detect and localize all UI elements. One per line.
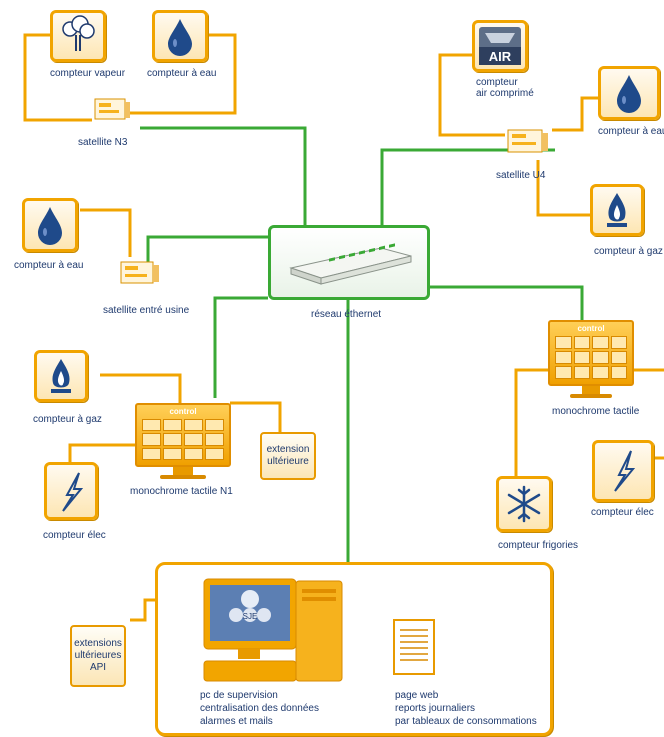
extension-ulterieure-box: extension ultérieure xyxy=(260,432,316,480)
satellite-device-icon xyxy=(94,98,130,120)
control-right-title: control xyxy=(577,324,605,333)
web-label-3: par tableaux de consommations xyxy=(395,716,537,727)
pc-label-3: alarmes et mails xyxy=(200,716,273,727)
document-icon xyxy=(393,619,435,675)
compteur-eau-right-label: compteur à eau xyxy=(598,126,664,137)
control-screen-icon xyxy=(555,336,627,379)
compteur-elec-left-label: compteur élec xyxy=(43,530,106,541)
air-icon: AIR xyxy=(479,27,521,65)
satellite-usine-label: satellite entré usine xyxy=(103,305,190,316)
control-screen-left: control xyxy=(135,403,231,467)
gas-flame-icon xyxy=(51,359,71,393)
compteur-vapeur-label: compteur vapeur xyxy=(50,68,126,79)
reseau-ethernet-hub xyxy=(268,225,430,300)
gas-flame-icon xyxy=(607,193,627,227)
control-screen-icon xyxy=(142,419,224,460)
extensions-label-2: ultérieures xyxy=(74,650,122,661)
compteur-air-label-1: compteur xyxy=(476,77,518,88)
control-left-title: control xyxy=(169,407,197,416)
reseau-ethernet-label: réseau éthernet xyxy=(311,309,382,320)
satellite-u4-label: satellite U4 xyxy=(496,170,546,181)
compteur-gaz-right-box xyxy=(590,184,644,236)
compteur-air-label-2: air comprimé xyxy=(476,88,534,99)
pc-label-2: centralisation des données xyxy=(200,703,319,714)
extension-label-2: ultérieure xyxy=(267,456,309,467)
compteur-eau-right-box xyxy=(598,66,660,120)
air-badge-text: AIR xyxy=(489,49,512,64)
satellite-device-icon xyxy=(507,129,548,153)
network-switch-icon xyxy=(289,243,412,285)
compteur-elec-left-box xyxy=(44,462,98,520)
web-label-1: page web xyxy=(395,690,439,701)
compteur-gaz-right-label: compteur à gaz xyxy=(594,246,663,257)
compteur-air-box: AIR xyxy=(472,20,528,72)
web-label-2: reports journaliers xyxy=(395,703,476,714)
lightning-icon xyxy=(614,450,636,492)
compteur-gaz-left-box xyxy=(34,350,88,402)
computer-icon: SJE xyxy=(203,578,343,682)
extensions-label-3: API xyxy=(89,662,107,673)
compteur-eau-left-box xyxy=(22,198,78,252)
extension-label-1: extension xyxy=(266,444,310,455)
control-right-stand xyxy=(582,386,600,394)
snowflake-icon xyxy=(507,485,541,523)
compteur-frigories-label: compteur frigories xyxy=(498,540,579,551)
water-drop-icon xyxy=(168,19,192,56)
control-right-base xyxy=(570,394,612,398)
compteur-eau-top-box xyxy=(152,10,208,62)
monochrome-right-label: monochrome tactile xyxy=(552,406,640,417)
compteur-gaz-left-label: compteur à gaz xyxy=(33,414,102,425)
tree-steam-icon xyxy=(62,15,95,51)
pc-label-1: pc de supervision xyxy=(200,690,278,701)
sje-logo-text: SJE xyxy=(243,612,258,621)
compteur-eau-left-label: compteur à eau xyxy=(14,260,84,271)
water-drop-icon xyxy=(617,75,641,113)
extensions-api-box: extensions ultérieures API xyxy=(70,625,126,687)
compteur-vapeur-box xyxy=(50,10,106,62)
control-left-base xyxy=(160,475,206,479)
compteur-elec-right-box xyxy=(592,440,654,502)
satellite-n3-label: satellite N3 xyxy=(78,137,128,148)
lightning-icon xyxy=(62,472,84,512)
compteur-frigories-box xyxy=(496,476,552,532)
control-left-stand xyxy=(173,467,193,475)
extensions-label-1: extensions xyxy=(74,638,122,649)
compteur-elec-right-label: compteur élec xyxy=(591,507,654,518)
control-screen-right: control xyxy=(548,320,634,386)
satellite-device-icon xyxy=(120,261,159,284)
water-drop-icon xyxy=(38,207,62,245)
monochrome-n1-label: monochrome tactile N1 xyxy=(130,486,233,497)
compteur-eau-top-label: compteur à eau xyxy=(147,68,217,79)
